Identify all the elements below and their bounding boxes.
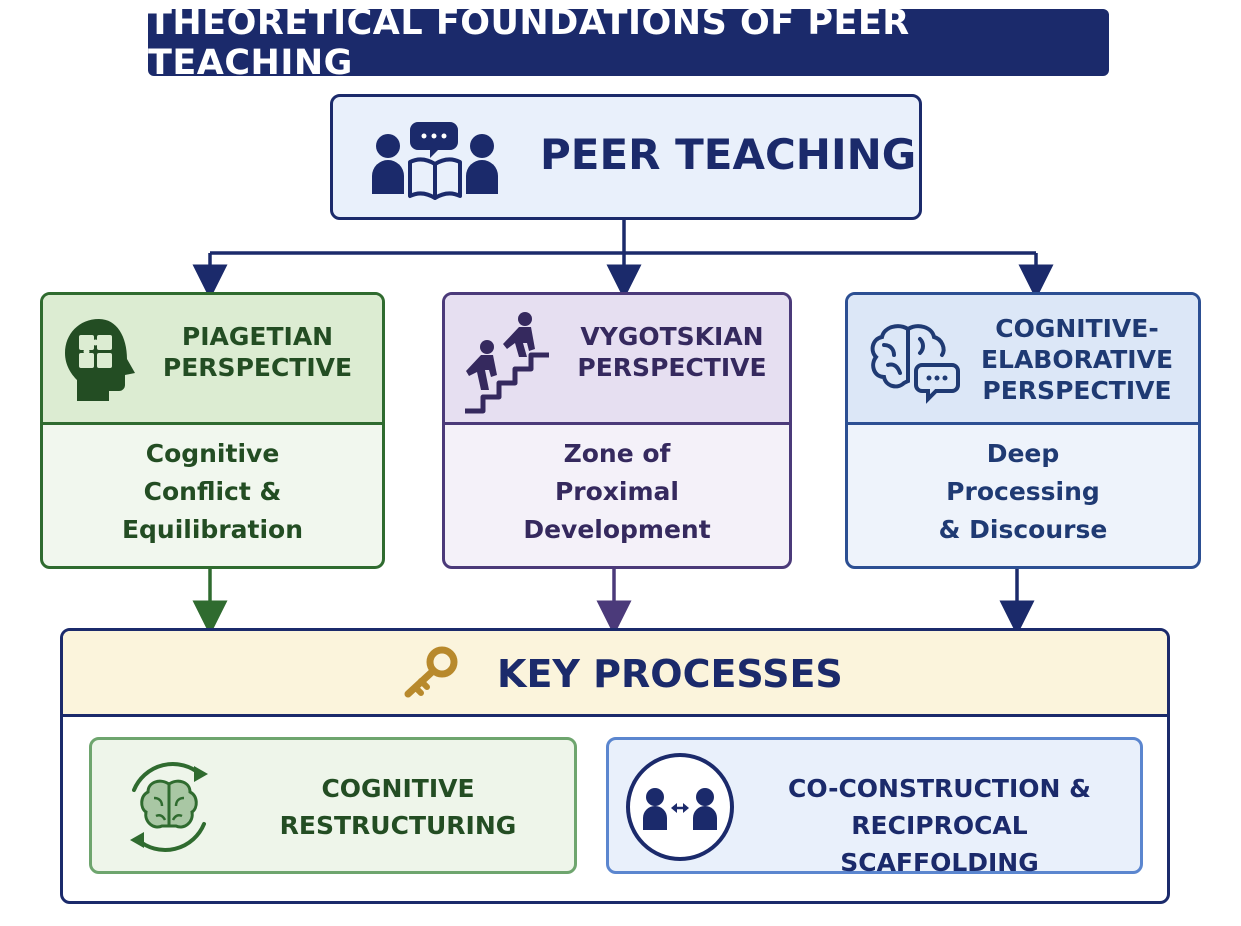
card-header [445, 295, 789, 422]
card-divider [848, 422, 1198, 425]
vygotskian-perspective-card: VYGOTSKIAN PERSPECTIVE Zone of Proximal … [442, 292, 792, 569]
brain-speech-icon [870, 324, 960, 404]
cognitive-restructuring-label: COGNITIVE RESTRUCTURING [279, 774, 517, 840]
diagram-title: THEORETICAL FOUNDATIONS OF PEER TEACHING [148, 3, 1109, 83]
key-processes-header [63, 631, 1167, 717]
head-puzzle-icon [65, 319, 135, 401]
peer-teaching-node [330, 94, 922, 220]
brain-cycle-icon [130, 762, 208, 852]
stairs-climb-icon [465, 312, 549, 414]
piagetian-perspective-card: PIAGETIAN PERSPECTIVE Cognitive Conflict… [40, 292, 385, 569]
peer-teaching-label: PEER TEACHING [540, 130, 917, 179]
cognitive-elaborative-body: Deep Processing & Discourse [938, 439, 1108, 544]
two-people-exchange-icon [626, 753, 734, 861]
co-construction-card: CO-CONSTRUCTION & RECIPROCAL SCAFFOLDING [606, 737, 1143, 877]
card-divider [43, 422, 382, 425]
key-processes-label: KEY PROCESSES [497, 652, 843, 696]
piagetian-body: Cognitive Conflict & Equilibration [121, 439, 304, 544]
card-divider [445, 422, 789, 425]
cognitive-restructuring-card: COGNITIVE RESTRUCTURING [89, 737, 577, 874]
vygotskian-title: VYGOTSKIAN PERSPECTIVE [577, 322, 767, 382]
cognitive-elaborative-title: COGNITIVE- ELABORATIVE PERSPECTIVE [980, 314, 1174, 405]
key-icon [404, 646, 458, 698]
cognitive-elaborative-perspective-card: COGNITIVE- ELABORATIVE PERSPECTIVE Deep … [845, 292, 1201, 569]
peer-reading-icon [372, 122, 498, 200]
co-construction-label: CO-CONSTRUCTION & RECIPROCAL SCAFFOLDING [788, 774, 1091, 877]
vygotskian-body: Zone of Proximal Development [523, 439, 711, 544]
piagetian-title: PIAGETIAN PERSPECTIVE [162, 322, 353, 382]
root-to-perspectives-connector [192, 220, 1054, 300]
